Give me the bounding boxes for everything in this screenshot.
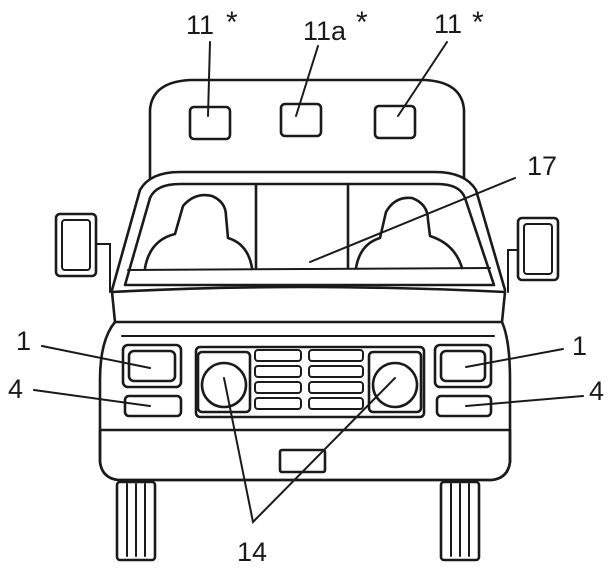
grille-light-right <box>371 361 419 409</box>
leader-11-right <box>397 41 448 117</box>
windshield-base <box>127 267 491 271</box>
label-1-left: 1 <box>16 326 31 356</box>
leader-14 <box>223 377 396 525</box>
cab-outline <box>110 170 507 292</box>
bumper <box>98 428 512 482</box>
headlight-housing-right <box>433 343 493 389</box>
roof-light-center <box>279 102 323 138</box>
label-1-right: 1 <box>572 331 587 361</box>
leader-11-left <box>207 41 211 117</box>
wheel-left <box>115 480 157 562</box>
grille-light-left-frame <box>196 350 252 414</box>
roof-light-left <box>188 105 232 141</box>
windshield <box>123 182 496 287</box>
mirror-left-arm <box>95 243 111 293</box>
headlight-right <box>439 349 487 383</box>
grille <box>194 345 426 419</box>
leader-1-right <box>465 348 564 368</box>
hood <box>110 285 507 324</box>
parking-light-right <box>435 394 493 418</box>
grille-light-right-frame <box>367 350 423 414</box>
seat-right <box>354 196 464 270</box>
asterisk-11a: * <box>356 6 368 39</box>
label-11-right: 11 <box>434 9 462 39</box>
seat-left <box>143 193 254 270</box>
license-plate <box>278 448 327 474</box>
label-11-left: 11 <box>186 10 214 40</box>
leader-4-left <box>33 389 151 407</box>
headlight-left <box>127 349 177 383</box>
label-4-left: 4 <box>8 374 23 404</box>
label-11a: 11a <box>303 16 347 46</box>
leader-1-left <box>41 345 151 369</box>
asterisk-11-left: * <box>226 6 238 39</box>
grille-light-left <box>200 361 248 409</box>
wheel-right <box>439 480 481 562</box>
mirror-left-inner <box>61 219 91 271</box>
roof-light-right <box>373 104 417 140</box>
headlight-housing-left <box>121 343 183 389</box>
asterisk-11-right: * <box>472 6 484 39</box>
roof-module <box>148 78 466 180</box>
leader-17 <box>309 177 516 263</box>
label-4-right: 4 <box>589 376 604 406</box>
mirror-right-arm <box>507 249 519 293</box>
parking-light-left <box>123 394 183 418</box>
label-17: 17 <box>527 151 557 181</box>
mirror-right-inner <box>523 223 553 275</box>
leader-11a <box>295 45 319 117</box>
leader-4-right <box>465 395 584 407</box>
label-14: 14 <box>237 537 267 567</box>
